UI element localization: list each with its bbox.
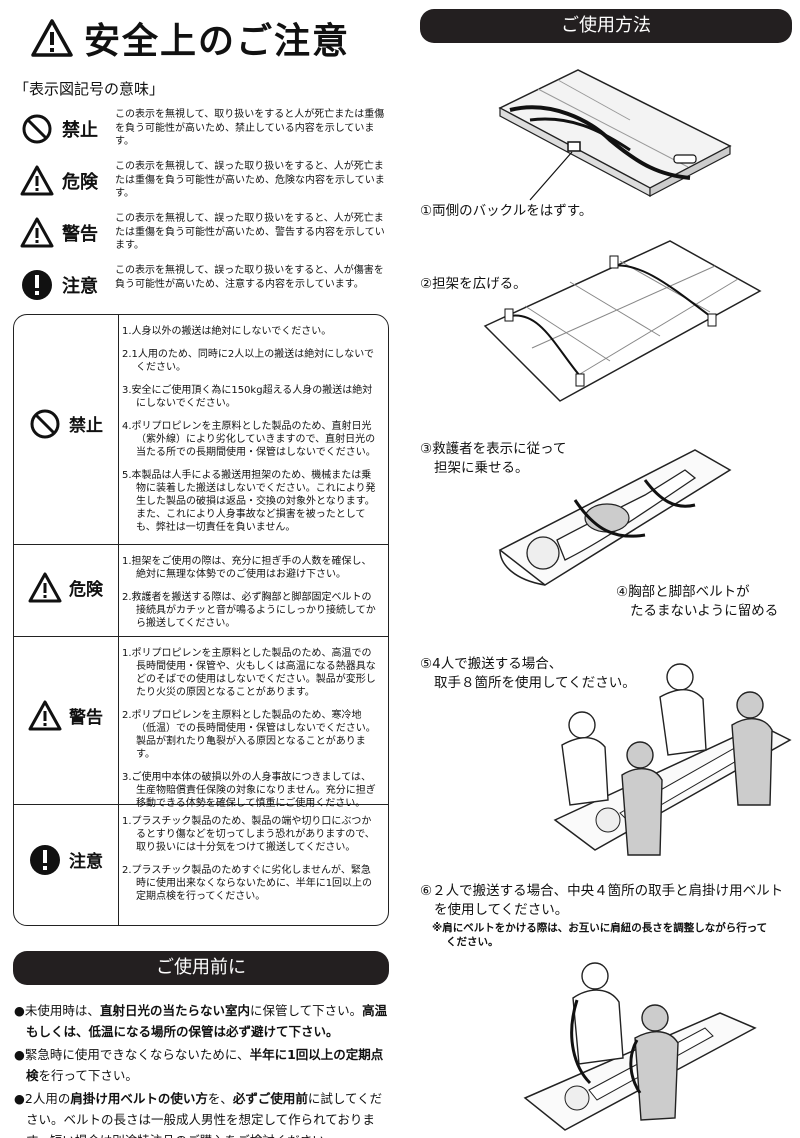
list-item: 2.プラスチック製品のためすぐに劣化しませんが、緊急時に使用出来なくならないため…: [122, 865, 373, 902]
section-label: 禁止: [69, 416, 103, 436]
title-text: 安全上のご注意: [84, 21, 351, 62]
step-6-note: ※肩にベルトをかける際は、お互いに肩紐の長さを調整しながら行って ください。: [432, 921, 767, 949]
legend-description: この表示を無視して、誤った取り扱いをすると、人が死亡または重傷を負う可能性が高い…: [115, 213, 385, 251]
section-prohibit: 禁止 1.人身以外の搬送は絶対にしないでください。 2.1人用のため、同時に2人…: [14, 315, 388, 545]
bullet-item: ●2人用の肩掛け用ベルトの使い方を、必ずご使用前に試してください。ベルトの長さは…: [14, 1091, 383, 1138]
step-4: ④胸部と脚部ベルトが たるまないように留める: [616, 583, 778, 621]
section-label: 危険: [69, 580, 103, 600]
caution-table: 禁止 1.人身以外の搬送は絶対にしないでください。 2.1人用のため、同時に2人…: [13, 314, 389, 926]
step-3: ③救護者を表示に従って 担架に乗せる。: [420, 440, 566, 478]
warning-triangle-icon: [31, 19, 73, 57]
step-1: ①両側のバックルをはずす。: [420, 203, 593, 219]
legend-danger: 危険 この表示を無視して、誤った取り扱いをすると、人が死亡または重傷を負う可能性…: [20, 160, 390, 208]
list-item: 4.ポリプロピレンを主原料とした製品のため、直射日光（紫外線）により劣化していき…: [122, 421, 376, 458]
step-5: ⑤4人で搬送する場合、 取手８箇所を使用してください。: [420, 655, 636, 693]
legend-label: 注意: [62, 276, 98, 297]
step-2: ②担架を広げる。: [420, 276, 527, 292]
divider: [118, 545, 119, 636]
step-5-line-1: ⑤4人で搬送する場合、: [420, 656, 563, 672]
section-label: 警告: [69, 708, 103, 728]
folded-stretcher-illustration: [498, 69, 732, 201]
list-item: 1.プラスチック製品のため、製品の端や切り口にぶつかるとすり傷などを切ってしまう…: [122, 816, 375, 853]
list-item: 2.救護者を搬送する際は、必ず胸部と脚部固定ベルトの接続具がカチッと音が鳴るよう…: [122, 592, 376, 629]
legend-label: 危険: [62, 172, 98, 193]
list-item: 1.担架をご使用の際は、充分に担ぎ手の人数を確保し、絶対に無理な体勢でのご使用は…: [122, 556, 372, 580]
usage-heading: ご使用方法: [420, 9, 792, 43]
four-person-carry-illustration: [553, 663, 792, 856]
patient-on-stretcher-illustration: [498, 449, 732, 586]
exclamation-circle-icon: [22, 270, 52, 300]
legend-heading: 「表示図記号の意味」: [14, 80, 165, 98]
legend-description: この表示を無視して、取り扱いをすると人が死亡または重傷を負う可能性が高いため、禁…: [115, 109, 385, 147]
step-6-line-1: ⑥２人で搬送する場合、中央４箇所の取手と肩掛け用ベルト: [420, 883, 784, 899]
bullet-item: ●緊急時に使用できなくならないために、半年に1回以上の定期点検を行って下さい。: [14, 1047, 384, 1083]
divider: [118, 805, 119, 925]
legend-warning: 警告 この表示を無視して、誤った取り扱いをすると、人が死亡または重傷を負う可能性…: [20, 212, 390, 260]
legend-description: この表示を無視して、誤った取り扱いをすると、人が死亡または重傷を負う可能性が高い…: [115, 161, 385, 199]
before-use-heading: ご使用前に: [13, 951, 389, 985]
section-caution: 注意 1.プラスチック製品のため、製品の端や切り口にぶつかるとすり傷などを切って…: [14, 805, 388, 925]
section-warning: 警告 1.ポリプロピレンを主原料とした製品のため、高温での長時間使用・保管や、火…: [14, 637, 388, 809]
divider: [118, 315, 119, 544]
legend-prohibit: 禁止 この表示を無視して、取り扱いをすると人が死亡または重傷を負う可能性が高いた…: [20, 108, 390, 156]
step-4-line-1: ④胸部と脚部ベルトが: [616, 584, 750, 600]
legend-label: 禁止: [62, 120, 98, 141]
step-6: ⑥２人で搬送する場合、中央４箇所の取手と肩掛け用ベルト を使用してください。: [420, 882, 783, 920]
prohibition-icon: [22, 114, 52, 144]
legend-description: この表示を無視して、誤った取り扱いをすると、人が傷害を負う可能性が高いため、注意…: [115, 265, 384, 290]
prohibition-icon: [30, 409, 60, 439]
step-3-line-1: ③救護者を表示に従って: [420, 441, 567, 457]
step-6-line-2: を使用してください。: [434, 902, 569, 918]
step-6-note-line-2: ください。: [446, 936, 499, 948]
legend-caution: 注意 この表示を無視して、誤った取り扱いをすると、人が傷害を負う可能性が高いため…: [20, 264, 390, 312]
step-5-line-2: 取手８箇所を使用してください。: [434, 675, 636, 691]
step-3-line-2: 担架に乗せる。: [434, 460, 529, 476]
step-6-note-line-1: ※肩にベルトをかける際は、お互いに肩紐の長さを調整しながら行って: [432, 922, 768, 934]
list-item: 3.ご使用中本体の破損以外の人身事故につきましては、生産物賠償責任保険の対象にな…: [122, 772, 376, 809]
list-item: 5.本製品は人手による搬送用担架のため、機械または乗物に装着した搬送はしないでく…: [122, 470, 376, 533]
legend-label: 警告: [62, 224, 98, 245]
before-use-list: ●未使用時は、直射日光の当たらない室内に保管して下さい。高温もしくは、低温になる…: [14, 1000, 392, 1138]
section-label: 注意: [69, 852, 103, 872]
divider: [118, 637, 119, 804]
section-danger: 危険 1.担架をご使用の際は、充分に担ぎ手の人数を確保し、絶対に無理な体勢でのご…: [14, 545, 388, 637]
list-item: 3.安全にご使用頂く為に150kg超える人身の搬送は絶対にしないでください。: [122, 385, 373, 409]
step-4-line-2: たるまないように留める: [630, 603, 779, 619]
list-item: 2.ポリプロピレンを主原料とした製品のため、寒冷地（低温）での長時間使用・保管は…: [122, 710, 376, 760]
list-item: 2.1人用のため、同時に2人以上の搬送は絶対にしないでください。: [122, 349, 374, 373]
two-person-carry-illustration: [523, 962, 757, 1131]
warning-triangle-icon: [28, 700, 62, 731]
bullet-item: ●未使用時は、直射日光の当たらない室内に保管して下さい。高温もしくは、低温になる…: [14, 1003, 388, 1039]
warning-triangle-icon: [28, 572, 62, 603]
list-item: 1.ポリプロピレンを主原料とした製品のため、高温での長時間使用・保管や、火もしく…: [122, 648, 376, 698]
open-stretcher-illustration: [483, 240, 762, 402]
page-title: 安全上のご注意: [30, 12, 350, 64]
warning-triangle-icon: [20, 217, 54, 248]
list-item: 1.人身以外の搬送は絶対にしないでください。: [122, 326, 332, 337]
warning-triangle-icon: [20, 165, 54, 196]
exclamation-circle-icon: [30, 845, 60, 875]
